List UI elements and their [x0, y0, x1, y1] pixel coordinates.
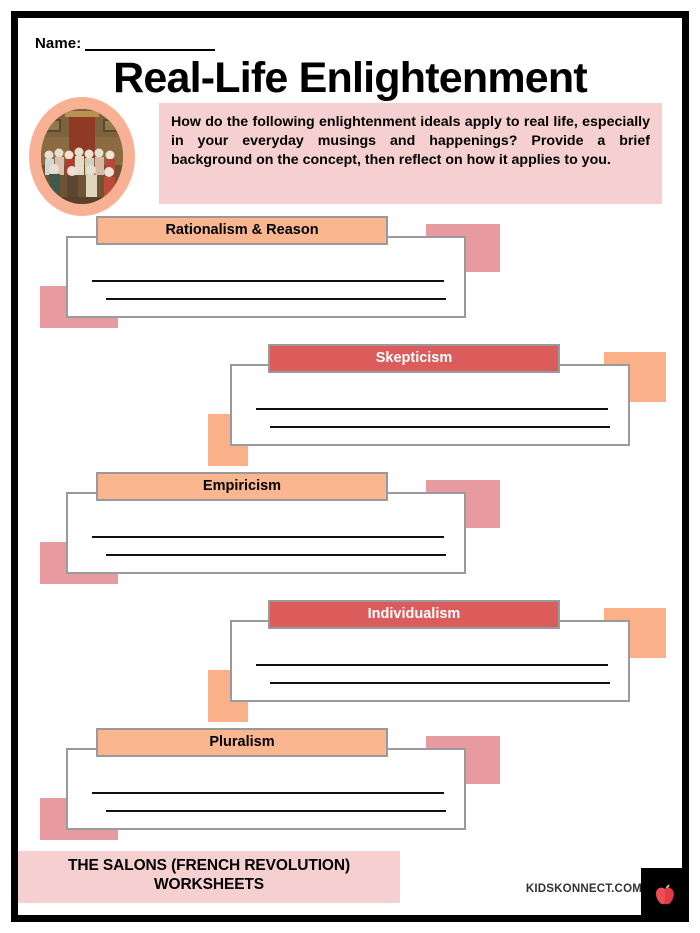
footer-banner-line-1: THE SALONS (FRENCH REVOLUTION) — [67, 857, 351, 875]
concept-header: Skepticism — [268, 344, 560, 373]
concept-label: Individualism — [367, 606, 461, 623]
name-label: Name: — [35, 35, 82, 52]
concept-card: Empiricism — [18, 472, 682, 600]
concept-header: Individualism — [268, 600, 560, 629]
footer-banner-line-2: WORKSHEETS — [153, 876, 265, 894]
page-frame: Name: Real-Life Enlightenment — [11, 11, 689, 922]
writing-line[interactable] — [106, 810, 446, 812]
writing-lines — [68, 494, 464, 572]
concept-card: Rationalism & Reason — [18, 216, 682, 344]
writing-line[interactable] — [92, 536, 444, 538]
apple-logo-notch — [641, 868, 689, 922]
name-input-blank[interactable] — [85, 36, 216, 51]
footer-title-banner: THE SALONS (FRENCH REVOLUTION) WORKSHEET… — [18, 851, 400, 903]
writing-line[interactable] — [256, 408, 608, 410]
painting-illustration — [41, 109, 123, 204]
concept-label: Pluralism — [209, 734, 275, 751]
writing-lines — [68, 750, 464, 828]
writing-lines — [68, 238, 464, 316]
concept-card: Skepticism — [18, 344, 682, 472]
concept-header: Rationalism & Reason — [96, 216, 388, 245]
worksheet-sheet: Name: Real-Life Enlightenment — [18, 18, 682, 915]
writing-line[interactable] — [270, 426, 610, 428]
writing-lines — [232, 366, 628, 444]
writing-line[interactable] — [106, 554, 446, 556]
concept-label: Skepticism — [375, 350, 453, 367]
answer-box[interactable] — [230, 620, 630, 702]
writing-line[interactable] — [256, 664, 608, 666]
concept-label: Empiricism — [202, 478, 282, 495]
answer-box[interactable] — [66, 748, 466, 830]
concept-header: Empiricism — [96, 472, 388, 501]
writing-line[interactable] — [270, 682, 610, 684]
answer-box[interactable] — [230, 364, 630, 446]
painting-image — [41, 109, 123, 204]
instructions-box: How do the following enlightenment ideal… — [159, 103, 662, 204]
writing-line[interactable] — [92, 792, 444, 794]
writing-line[interactable] — [106, 298, 446, 300]
writing-lines — [232, 622, 628, 700]
page-title: Real-Life Enlightenment — [113, 54, 588, 102]
apple-icon — [655, 884, 674, 905]
writing-line[interactable] — [92, 280, 444, 282]
instructions-text: How do the following enlightenment ideal… — [171, 114, 650, 168]
concept-card: Pluralism — [18, 728, 682, 856]
salon-painting-thumbnail — [29, 97, 135, 216]
concept-label: Rationalism & Reason — [165, 222, 319, 239]
answer-box[interactable] — [66, 492, 466, 574]
concept-card: Individualism — [18, 600, 682, 728]
name-field-row: Name: — [35, 35, 216, 52]
answer-box[interactable] — [66, 236, 466, 318]
concept-header: Pluralism — [96, 728, 388, 757]
brand-label: KIDSKONNECT.COM — [525, 883, 642, 895]
